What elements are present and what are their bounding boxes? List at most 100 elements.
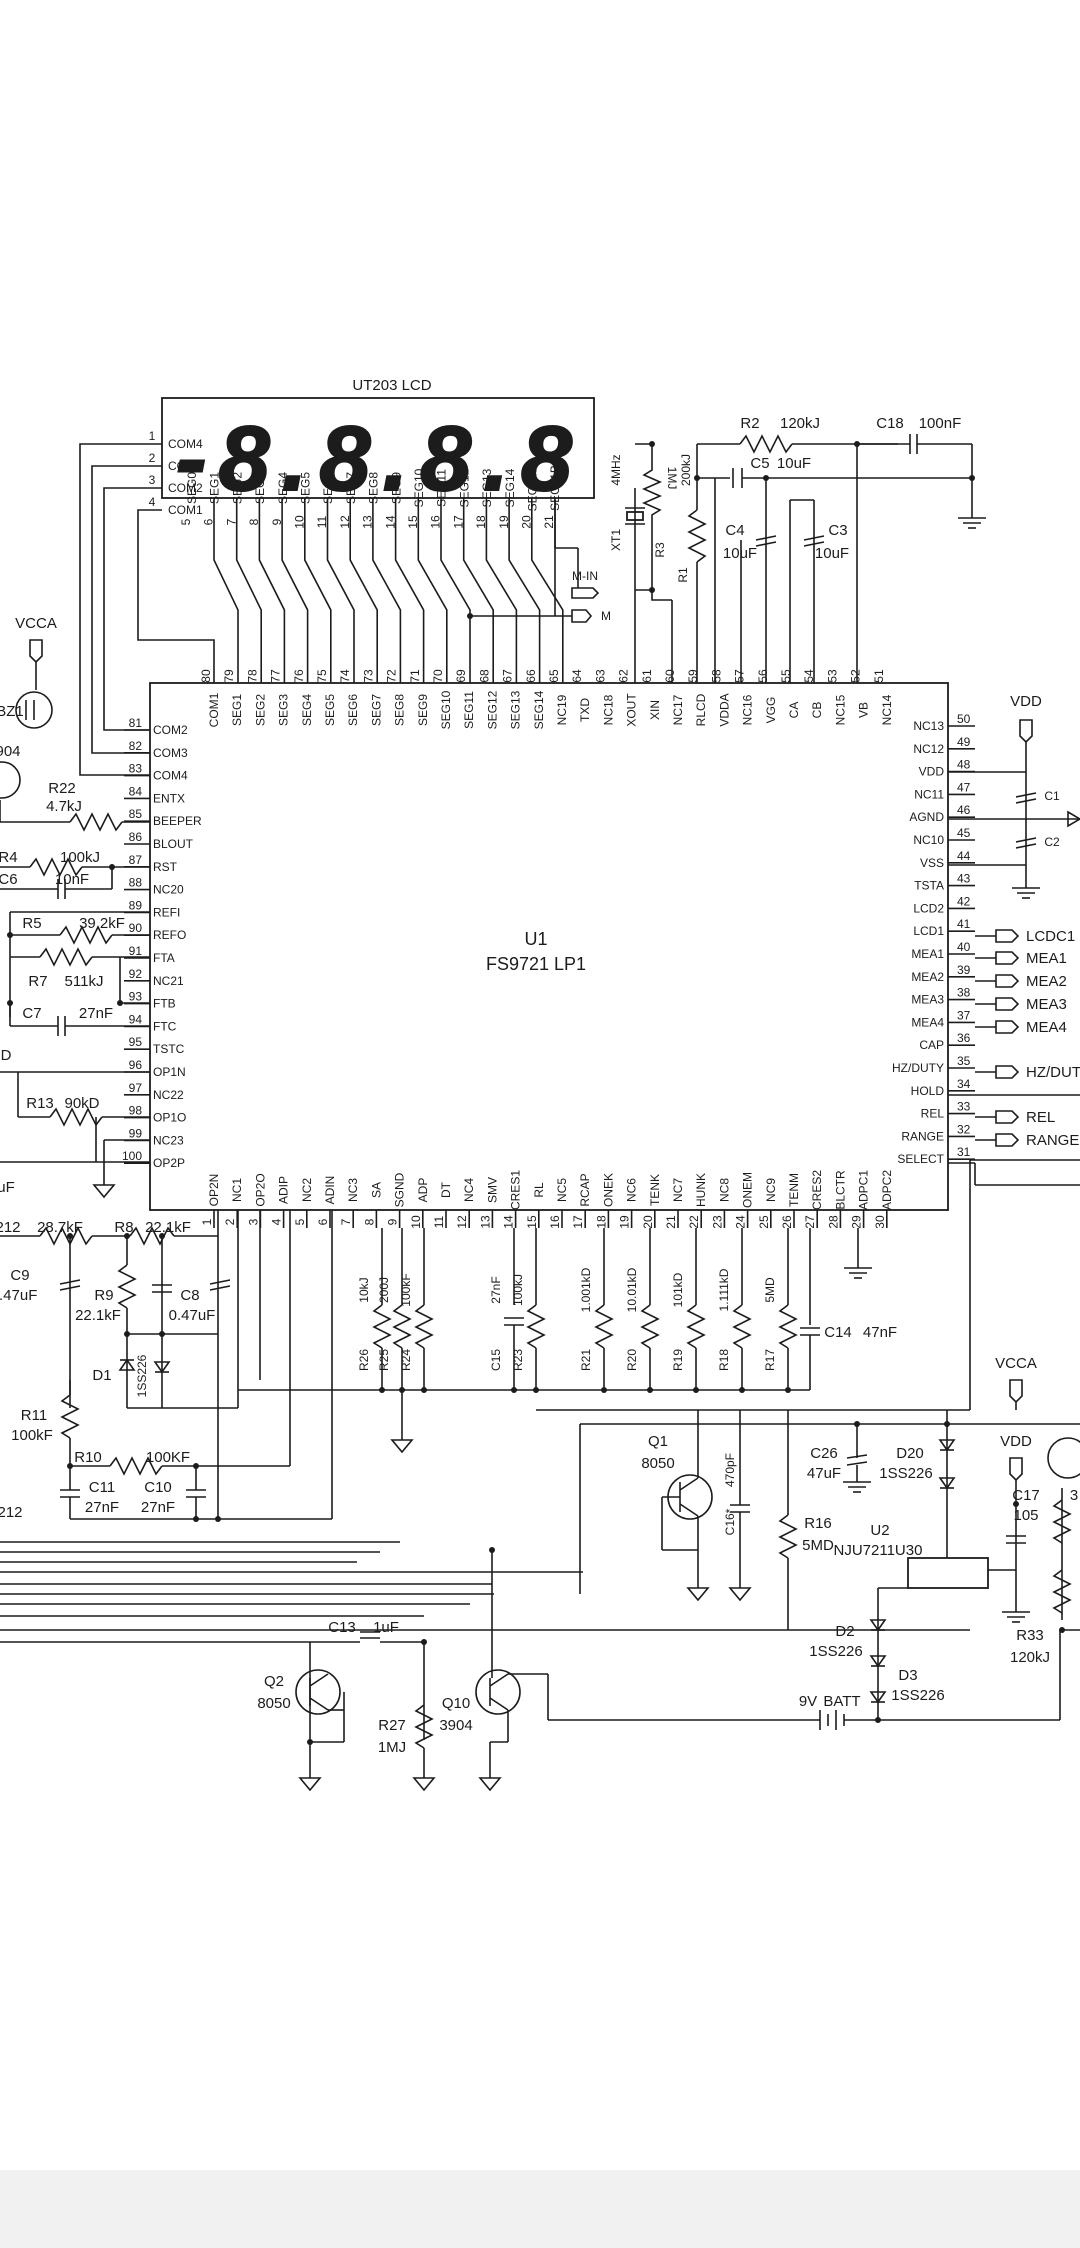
c11-value: 27nF: [85, 1499, 119, 1516]
c4-ref: C4: [725, 522, 744, 539]
ic-pin-name: NC14: [880, 694, 894, 725]
c26-value: 47uF: [807, 1465, 841, 1482]
d2-value: 1SS226: [809, 1643, 862, 1660]
lcd-pin-number: 12: [338, 515, 352, 529]
xt1-ref: XT1: [609, 529, 623, 551]
lcd-pin-name: SEG2: [230, 472, 244, 504]
ladder-value: 100kF: [399, 1273, 413, 1306]
ic-pin-name: NC18: [601, 694, 615, 725]
ic-pin-name: NC9: [764, 1178, 778, 1202]
ic-pin-number: 75: [315, 669, 329, 683]
ic-pin-name: ADPC2: [880, 1170, 894, 1210]
ic-pin-number: 45: [957, 826, 971, 840]
ic-pin-name: NC5: [555, 1178, 569, 1202]
ic-pin-name: HOLD: [911, 1084, 945, 1098]
ic-pin-number: 30: [873, 1215, 887, 1229]
ic-pin-name: COM1: [207, 692, 221, 727]
filter-network: 212 28.7kF R8 22.1kF C9 0.47uF R9 22.1kF…: [0, 1210, 333, 1522]
lcd-pin-name: SEG14: [503, 468, 517, 507]
ic-pin-name: BEEPER: [153, 814, 202, 828]
c8-ref: C8: [180, 1287, 199, 1304]
vdd-label-power: VDD: [1000, 1433, 1032, 1450]
ic-pin-number: 84: [129, 784, 143, 798]
ic-pin-name: CRES1: [509, 1170, 523, 1210]
c3-ref: C3: [828, 522, 847, 539]
ladder-ref: R25: [377, 1349, 391, 1371]
port-label: HZ/DUT: [1026, 1064, 1080, 1081]
ic-pin-name: ENTX: [153, 791, 185, 805]
c3-value: 10uF: [815, 545, 849, 562]
ic-pin-name: NC19: [555, 694, 569, 725]
ic-pin-name: REFI: [153, 905, 180, 919]
q2-value: 8050: [257, 1695, 290, 1712]
lcd-pin-number: 21: [542, 515, 556, 529]
lcd-pin-number: 17: [451, 515, 465, 529]
ic-pin-name: RLCD: [694, 693, 708, 726]
lcd-pin-name: COM3: [168, 459, 203, 473]
lcd-pin-name: SEG10: [412, 468, 426, 507]
lcd-pin-name: COM2: [168, 481, 203, 495]
r8-value: 22.1kF: [145, 1219, 191, 1236]
ic-pin-number: 14: [502, 1215, 516, 1229]
ic-pin-name: FTB: [153, 997, 176, 1011]
c14-value: 47nF: [863, 1324, 897, 1341]
ic-pin-number: 24: [734, 1215, 748, 1229]
q2-ref: Q2: [264, 1673, 284, 1690]
bz1-ref: BZ1: [0, 703, 24, 720]
ic-pin-number: 13: [478, 1215, 492, 1229]
ladder-ref: C15: [489, 1349, 503, 1371]
lcd-ic-traces: [79, 443, 564, 776]
ic-pin-number: 26: [780, 1215, 794, 1229]
ic-pin-name: CB: [810, 702, 824, 719]
ic-pin-name: OP2P: [153, 1156, 185, 1170]
ic-pin-name: NC10: [913, 833, 944, 847]
ic-pin-name: RST: [153, 860, 178, 874]
r10-ref: R10: [74, 1449, 102, 1466]
r12-ref: 212: [0, 1219, 21, 1236]
ic-pin-name: OP1O: [153, 1111, 186, 1125]
ic-pin-number: 87: [129, 853, 143, 867]
ic-pin-name: NC17: [671, 694, 685, 725]
lcd-pin-number: 18: [474, 515, 488, 529]
d3-ref: D3: [898, 1667, 917, 1684]
ic-pin-name: NC12: [913, 742, 944, 756]
ic-pin-number: 54: [802, 669, 816, 683]
r3-value: 1MJ: [665, 467, 679, 490]
r13-ref: R13: [26, 1095, 54, 1112]
ic-pin-number: 100: [122, 1149, 142, 1163]
ic-pin-number: 31: [957, 1145, 971, 1159]
c7-ref: C7: [22, 1005, 41, 1022]
ic-pin-number: 51: [872, 669, 886, 683]
ic-pin-number: 89: [129, 898, 143, 912]
c5-value: 10uF: [777, 455, 811, 472]
ic-pin-name: REFO: [153, 928, 186, 942]
ic-pin-number: 96: [129, 1058, 143, 1072]
range-resistor-ladder: 10kJR26200JR25100kFR2427nFC15100kJR231.0…: [238, 1228, 897, 1454]
c6-value: 10nF: [55, 871, 89, 888]
ic-pin-number: 16: [548, 1215, 562, 1229]
ladder-ref: R18: [717, 1349, 731, 1371]
q7-value: 904: [0, 743, 21, 760]
ic-pin-name: NC22: [153, 1088, 184, 1102]
flag-m-in: M-IN: [572, 569, 598, 583]
c26-ref: C26: [810, 1445, 838, 1462]
ic-pin-number: 97: [129, 1081, 143, 1095]
ic-pin-number: 72: [385, 669, 399, 683]
vcca-label-left: VCCA: [15, 615, 57, 632]
ic-pin-number: 56: [756, 669, 770, 683]
ic-pin-number: 23: [710, 1215, 724, 1229]
q1-ref: Q1: [648, 1433, 668, 1450]
ic-pin-number: 52: [849, 669, 863, 683]
left-212-fragment: 212: [0, 1504, 23, 1521]
port-label: MEA3: [1026, 996, 1067, 1013]
ic-pin-number: 83: [129, 762, 143, 776]
batt-ref: 9V: [799, 1693, 817, 1710]
r3-ref: R3: [653, 542, 667, 558]
lcd-pin-number: 9: [270, 518, 284, 525]
ic-pin-number: 85: [129, 807, 143, 821]
r27-ref: R27: [378, 1717, 406, 1734]
ic-pin-number: 88: [129, 876, 143, 890]
d20-value: 1SS226: [879, 1465, 932, 1482]
ic-pin-name: SEG13: [509, 690, 523, 729]
c6-ref: C6: [0, 871, 18, 888]
